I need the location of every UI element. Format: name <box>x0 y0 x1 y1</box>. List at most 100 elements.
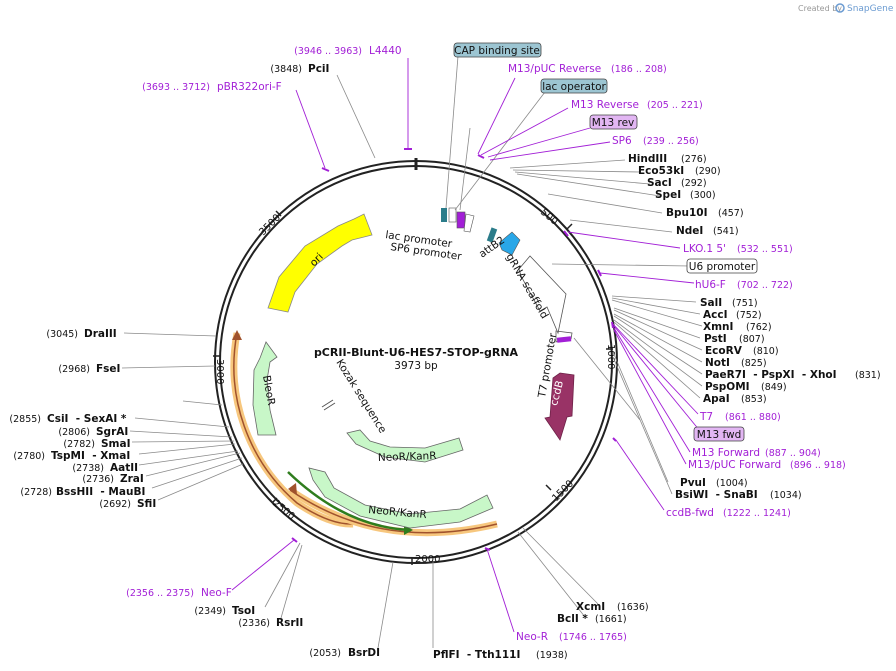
site-pvui[interactable]: PvuI <box>680 477 706 489</box>
site-pos-xmni: (762) <box>746 322 772 333</box>
primer-range-m13-forward: (887 .. 904) <box>765 448 821 459</box>
kozak-mark-2 <box>323 402 336 411</box>
site-acci[interactable]: AccI <box>703 309 727 321</box>
site-bpu10i[interactable]: Bpu10I <box>666 207 708 219</box>
site-zrai[interactable]: ZraI <box>120 473 144 485</box>
neor-inner-label: NeoR/KanR <box>378 450 437 464</box>
m13-fwd-label: M13 fwd <box>697 429 742 441</box>
feature-ccdb: ccdB <box>544 372 575 441</box>
site-pos-bsiwi: (1034) <box>770 490 802 501</box>
site-aatii[interactable]: AatII <box>110 462 138 474</box>
primer-range-l4440: (3946 .. 3963) <box>294 46 362 57</box>
cap-binding-site-box[interactable]: CAP binding site <box>453 42 542 58</box>
site-xcmi[interactable]: XcmI <box>576 601 605 613</box>
site-eco53ki[interactable]: Eco53kI <box>638 165 684 177</box>
primer-range-sp6: (239 .. 256) <box>643 136 699 147</box>
plasmid-name: pCRII-Blunt-U6-HES7-STOP-gRNA <box>314 346 519 359</box>
feature-neor-inner: NeoR/KanR <box>346 429 464 464</box>
site-bsiwi-snabi[interactable]: BsiWI - SnaBI <box>675 489 758 501</box>
site-ndei[interactable]: NdeI <box>676 225 703 237</box>
site-pos-pflfi: (1938) <box>536 650 568 661</box>
feature-lac-region: lac promoter SP6 promoter <box>385 207 475 263</box>
site-spei[interactable]: SpeI <box>655 189 681 201</box>
lac-operator-label: lac operator <box>542 81 606 93</box>
primer-sp6[interactable]: SP6 <box>612 135 632 147</box>
primer-ccdb-fwd[interactable]: ccdB-fwd <box>666 507 714 519</box>
site-bcli[interactable]: BclI * <box>557 613 588 625</box>
site-apai[interactable]: ApaI <box>703 393 730 405</box>
site-paer7i-pspxi-xhoi[interactable]: PaeR7I - PspXI - XhoI <box>705 369 837 381</box>
site-pos-noti: (825) <box>741 358 767 369</box>
site-bsshii-maubi[interactable]: BssHII - MauBI <box>56 486 145 498</box>
primer-hu6-f[interactable]: hU6-F <box>695 279 726 291</box>
site-pos-bcli: (1661) <box>595 614 627 625</box>
created-by-text: Created by <box>798 4 842 13</box>
site-pos-ecorv: (810) <box>753 346 779 357</box>
site-psti[interactable]: PstI <box>704 333 727 345</box>
site-tsoi[interactable]: TsoI <box>232 605 255 617</box>
primer-lko1-5[interactable]: LKO.1 5' <box>683 243 726 255</box>
primer-m13-puc-forward[interactable]: M13/pUC Forward <box>688 459 781 471</box>
site-pos-bpu10i: (457) <box>718 208 744 219</box>
site-pflfi-tth111i[interactable]: PflFI - Tth111I <box>433 649 520 661</box>
site-sfii[interactable]: SfiI <box>137 498 156 510</box>
site-pos-tsoi: (2349) <box>194 606 226 617</box>
site-xmni[interactable]: XmnI <box>703 321 733 333</box>
site-sgrai[interactable]: SgrAI <box>96 426 128 438</box>
primer-range-neo-r: (1746 .. 1765) <box>559 632 627 643</box>
site-pos-psti: (807) <box>739 334 765 345</box>
m13-fwd-box[interactable]: M13 fwd <box>693 426 745 442</box>
primer-range-m13-puc-forward: (896 .. 918) <box>790 460 846 471</box>
site-pos-smai: (2782) <box>63 439 95 450</box>
site-pos-rsrii: (2336) <box>238 618 270 629</box>
u6-promoter-box[interactable]: U6 promoter <box>686 258 758 274</box>
site-pcii[interactable]: PciI <box>308 63 329 75</box>
site-fsei[interactable]: FseI <box>96 363 120 375</box>
primer-t7[interactable]: T7 <box>699 411 713 423</box>
site-pos-ndei: (541) <box>713 226 739 237</box>
lac-operator-box[interactable]: lac operator <box>540 78 608 94</box>
primer-range-m13-reverse: (205 .. 221) <box>647 100 703 111</box>
primer-marks <box>291 148 617 551</box>
site-tspmi-xmai[interactable]: TspMI - XmaI <box>51 450 130 462</box>
feature-bleor: BleoR <box>252 341 278 436</box>
feature-neor-outer: NeoR/KanR <box>308 467 494 529</box>
site-hindiii[interactable]: HindIII <box>628 153 667 165</box>
arc-left-arrowhead <box>232 330 242 340</box>
primer-neo-r[interactable]: Neo-R <box>516 631 548 643</box>
kozak-mark <box>321 399 334 408</box>
primer-m13-reverse[interactable]: M13 Reverse <box>571 99 639 111</box>
arc-left-line <box>233 332 354 525</box>
site-noti[interactable]: NotI <box>705 357 730 369</box>
primer-leaders <box>231 58 701 633</box>
primer-m13-puc-reverse[interactable]: M13/pUC Reverse <box>508 63 601 75</box>
primer-neo-f[interactable]: Neo-F <box>201 587 232 599</box>
m13-rev-box[interactable]: M13 rev <box>589 114 638 130</box>
tick-label-3500: 3500 <box>257 212 283 238</box>
site-pos-draiii: (3045) <box>46 329 78 340</box>
primer-range-ccdb-fwd: (1222 .. 1241) <box>723 508 791 519</box>
site-pos-sfii: (2692) <box>99 499 131 510</box>
primer-range-t7: (861 .. 880) <box>725 412 781 423</box>
primer-pbr322ori-f[interactable]: pBR322ori-F <box>217 81 282 93</box>
cap-binding-site-label: CAP binding site <box>454 45 540 57</box>
site-csii-sexai[interactable]: CsiI - SexAI * <box>47 413 127 425</box>
feature-ori: ori <box>267 213 373 313</box>
primer-l4440[interactable]: L4440 <box>369 45 402 57</box>
site-saci[interactable]: SacI <box>647 177 672 189</box>
arc-bottom-line <box>289 489 498 534</box>
snapgene-brand: SnapGene <box>847 4 894 14</box>
site-bsrdi[interactable]: BsrDI <box>348 647 380 659</box>
site-pos-xcmi: (1636) <box>617 602 649 613</box>
site-pspomi[interactable]: PspOMI <box>705 381 750 393</box>
site-rsrii[interactable]: RsrII <box>276 617 303 629</box>
site-pos-hindiii: (276) <box>681 154 707 165</box>
green-arc <box>287 471 411 532</box>
site-sali[interactable]: SalI <box>700 297 722 309</box>
site-pos-tspmi: (2780) <box>13 451 45 462</box>
site-smai[interactable]: SmaI <box>101 438 131 450</box>
primer-m13-forward[interactable]: M13 Forward <box>692 447 760 459</box>
site-ecorv[interactable]: EcoRV <box>705 345 743 357</box>
site-draiii[interactable]: DraIII <box>84 328 117 340</box>
snapgene-logo-icon <box>835 3 845 13</box>
